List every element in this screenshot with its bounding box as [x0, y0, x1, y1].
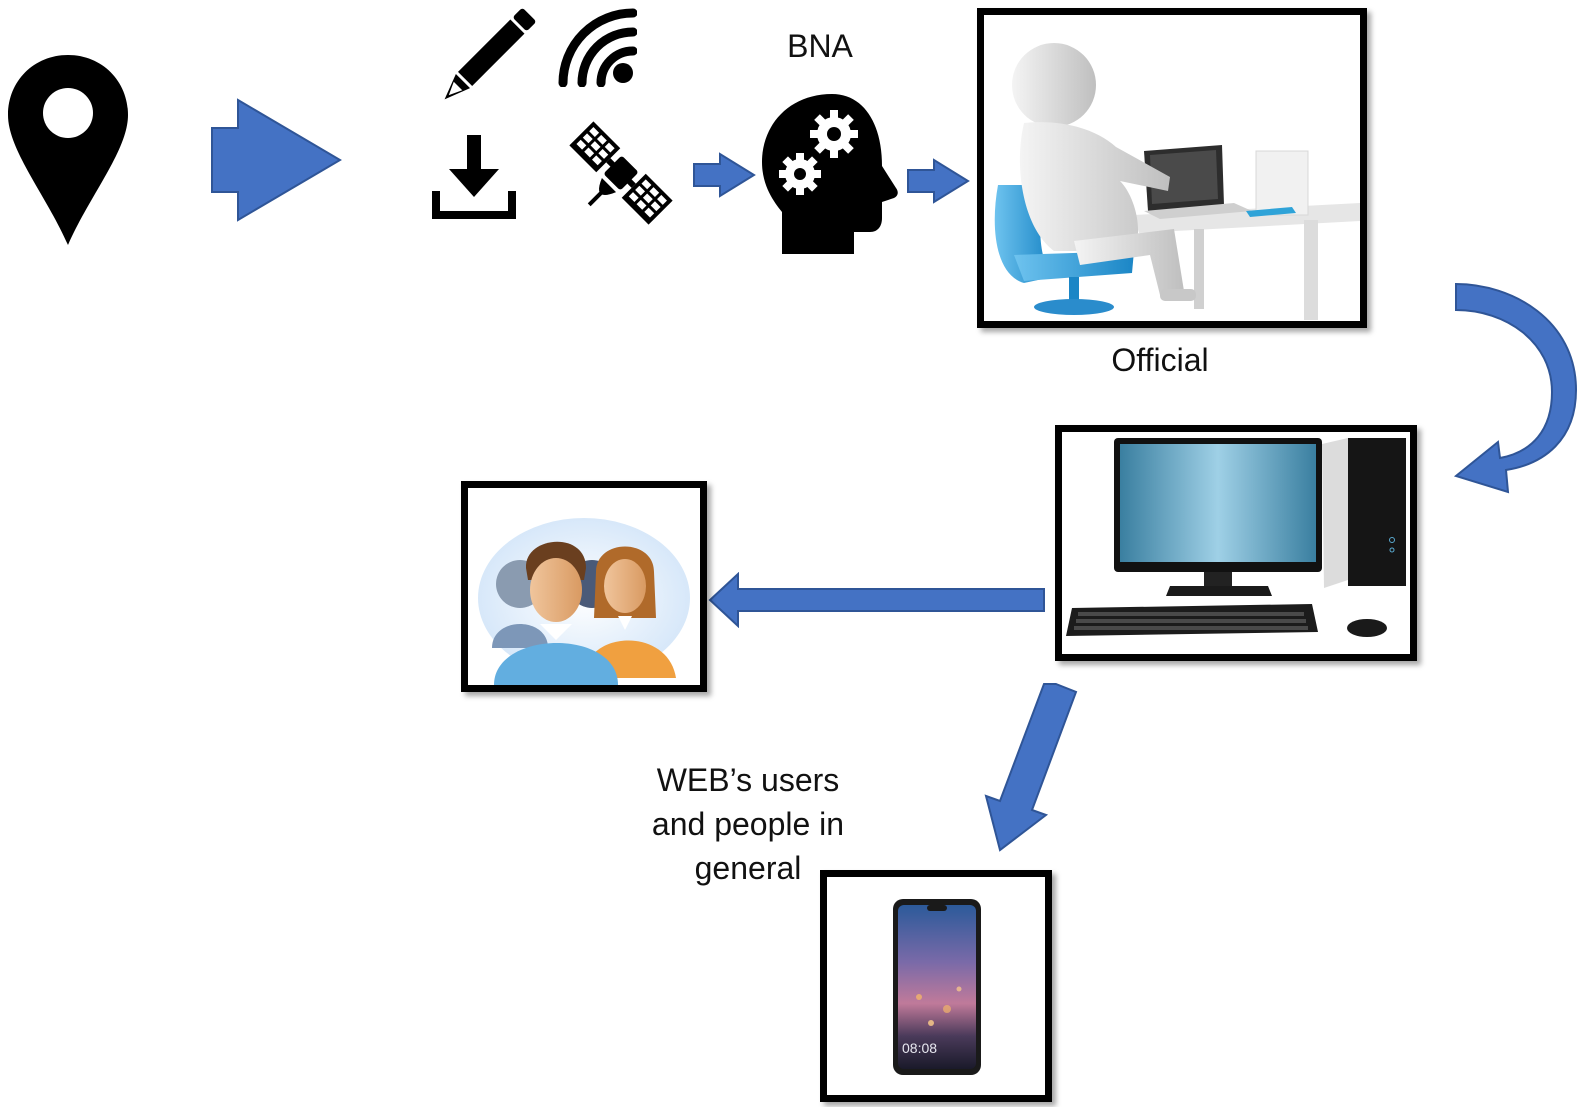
phone-clock: 08:08 [902, 1040, 937, 1056]
computer-frame [1055, 425, 1417, 661]
curved-flow-arrow [1452, 280, 1580, 524]
smartphone-illustration: 08:08 [827, 877, 1045, 1095]
download-icon [432, 135, 516, 219]
flow-arrow-1 [210, 98, 342, 222]
users-frame [461, 481, 707, 692]
satellite-icon [565, 118, 677, 228]
phone-frame: 08:08 [820, 870, 1052, 1102]
person-at-desk-illustration [984, 15, 1360, 321]
flow-arrow-3 [906, 158, 970, 204]
official-label: Official [1111, 342, 1209, 378]
flow-arrow-2 [692, 152, 756, 198]
bna-label: BNA [787, 28, 853, 64]
desktop-computer-illustration [1062, 432, 1410, 654]
pencil-icon [434, 5, 540, 109]
flow-arrow-to-users [708, 572, 1046, 628]
official-frame [977, 8, 1367, 328]
flow-arrow-to-phone [980, 682, 1080, 852]
user-group-illustration [468, 488, 700, 685]
location-pin-icon [8, 55, 128, 247]
wireless-signal-icon [555, 5, 637, 87]
web-users-label: WEB’s users and people in general [651, 762, 845, 886]
head-gears-icon [760, 92, 900, 256]
